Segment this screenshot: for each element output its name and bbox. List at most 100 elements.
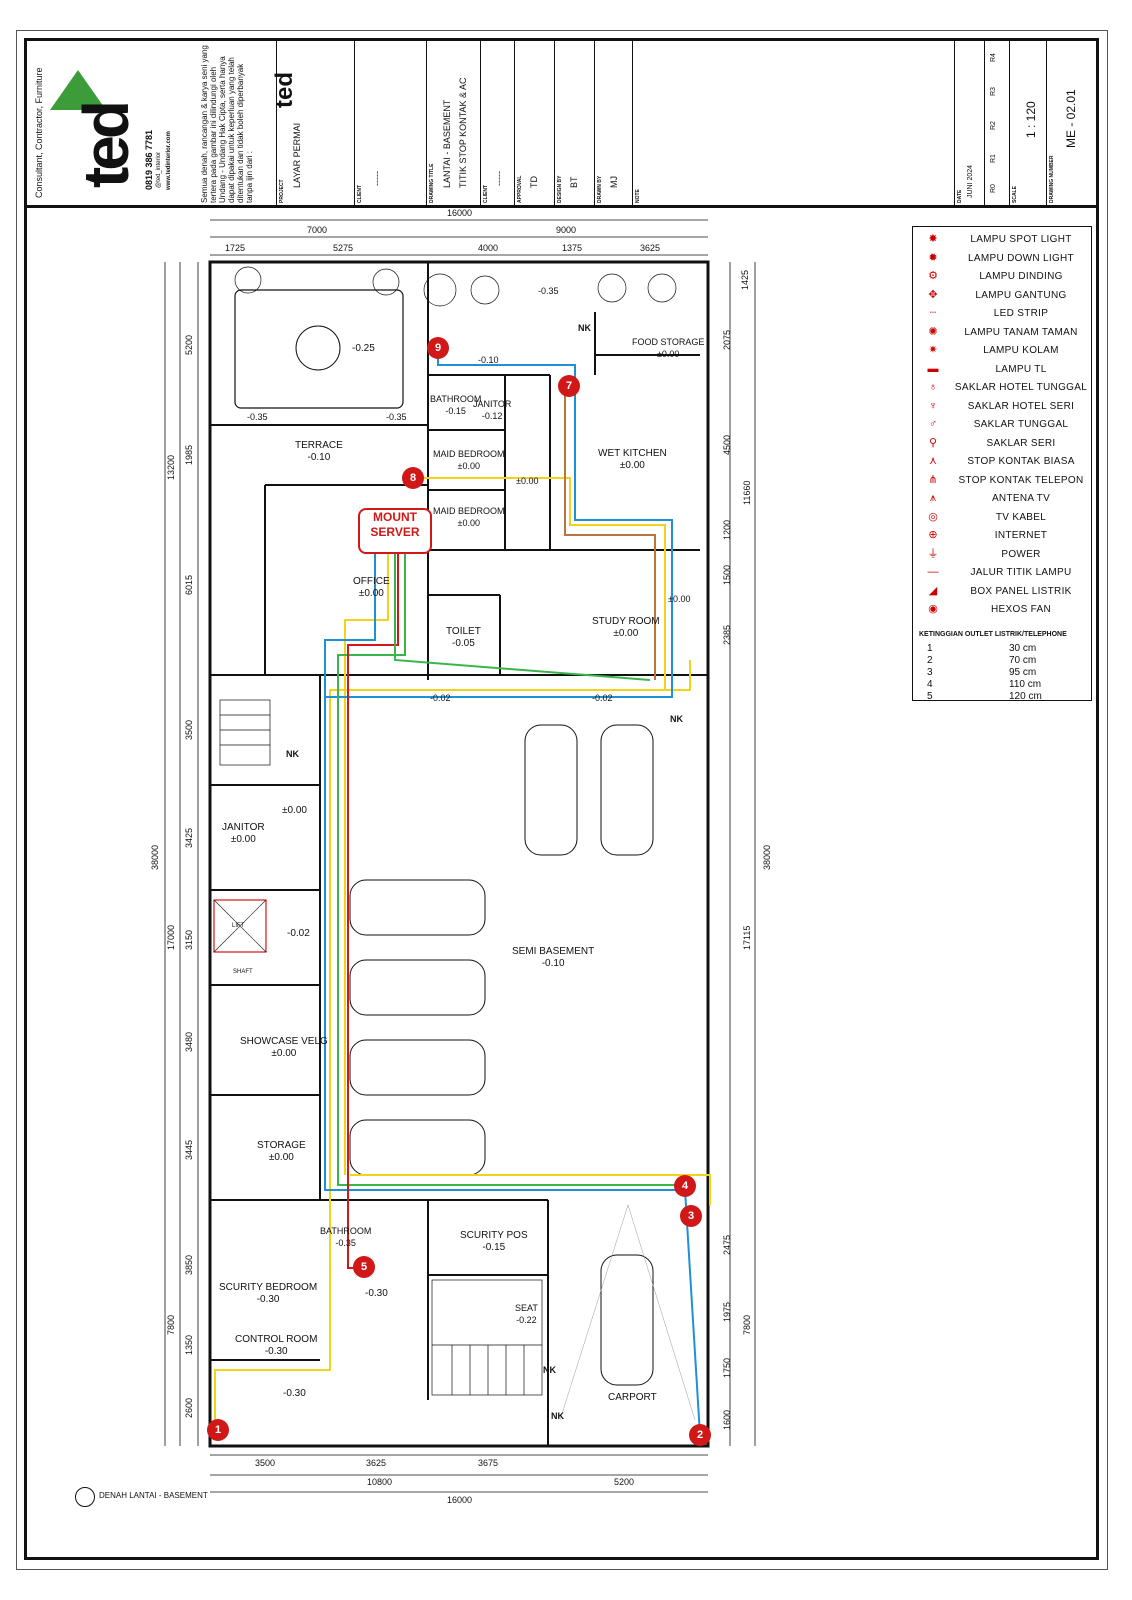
- parked-cars: [349, 724, 654, 1386]
- sheet-outer-border: [16, 30, 1108, 1570]
- dim-left-part-7: 3480: [184, 1031, 194, 1052]
- legend-row: ┈LED STRIP: [913, 305, 1093, 322]
- legend-row: ✺LAMPU TANAM TAMAN: [913, 324, 1093, 341]
- dim-bottom-part-1: 3500: [255, 1458, 276, 1468]
- dim-right-part-7: 2475: [722, 1234, 732, 1255]
- lift-shaft: [213, 899, 267, 953]
- legend-row: ⩚ANTENA TV: [913, 490, 1093, 507]
- dim-right-part-5: 1500: [722, 564, 732, 585]
- dim-bottom-a: 10800: [367, 1477, 393, 1487]
- level-corridor-left: -0.02: [430, 693, 451, 703]
- legend-label: LAMPU SPOT LIGHT: [970, 234, 1072, 245]
- legend-row: ⋔STOP KONTAK TELEPON: [913, 472, 1093, 489]
- legend-symbol-icon: ✹: [928, 251, 938, 264]
- legend-label: SAKLAR TUNGGAL: [973, 419, 1069, 430]
- tb-divider: [554, 38, 555, 205]
- legend-symbol-icon: ✸: [928, 233, 938, 245]
- legend-symbol-icon: ┈: [929, 307, 937, 319]
- marker-7: 7: [558, 375, 580, 397]
- dim-left-group-3: 7800: [166, 1314, 176, 1335]
- nk-label-stair: NK: [286, 749, 299, 759]
- dim-right-total: 38000: [762, 844, 772, 870]
- legend-label: STOP KONTAK TELEPON: [958, 474, 1084, 486]
- level-stair-landing: ±0.00: [282, 805, 307, 816]
- legend-label: LAMPU DINDING: [979, 271, 1063, 282]
- dim-left-part-1: 5200: [184, 334, 194, 355]
- tb-divider: [1046, 38, 1047, 205]
- level-entry: -0.30: [283, 1388, 306, 1399]
- legend-label: POWER: [1001, 548, 1041, 560]
- nk-label-kitchen: NK: [578, 323, 591, 333]
- drawing-caption: DENAH LANTAI - BASEMENT: [99, 1491, 208, 1500]
- legend-label: HEXOS FAN: [991, 604, 1051, 615]
- dim-bottom-b: 5200: [614, 1477, 635, 1487]
- level-garden-right: -0.35: [538, 286, 559, 296]
- dim-top-b: 9000: [556, 225, 577, 235]
- room-seat: SEAT-0.22: [515, 1303, 538, 1325]
- dim-left-part-5: 3425: [184, 827, 194, 848]
- dim-right-part-10: 1600: [722, 1409, 732, 1430]
- nk-label-corridor: NK: [670, 714, 683, 724]
- legend-label: LAMPU GANTUNG: [975, 289, 1067, 301]
- legend-symbol-icon: ⚙: [928, 270, 938, 282]
- legend-row: ◉ HEXOS FAN: [913, 601, 1093, 618]
- dim-left-part-9: 3850: [184, 1254, 194, 1275]
- staircase-bottom: [431, 1279, 543, 1396]
- legend-row: ♁ SAKLAR HOTEL TUNGGAL: [913, 379, 1093, 396]
- legend-row: ♂ SAKLAR TUNGGAL: [913, 416, 1093, 433]
- dim-right-part-4: 1200: [722, 519, 732, 540]
- legend-symbol-icon: ♁: [928, 381, 938, 393]
- legend-row: ⚲ SAKLAR SERI: [913, 435, 1093, 452]
- tb-divider: [594, 38, 595, 205]
- tb-divider: [276, 38, 277, 205]
- dim-left-part-11: 2600: [184, 1397, 194, 1418]
- dim-left-part-6: 3150: [184, 929, 194, 950]
- level-terrace-right: -0.35: [386, 412, 407, 422]
- legend-symbol-icon: ⩚: [929, 492, 937, 504]
- cable-routes: [214, 348, 711, 1436]
- legend-symbol-icon: ⚲: [928, 436, 938, 449]
- dim-right-part-8: 1975: [722, 1301, 732, 1322]
- sheet-inner-border: [24, 38, 1099, 1560]
- legend-label: TV KABEL: [995, 511, 1047, 523]
- dim-right-group-3: 7800: [742, 1314, 752, 1335]
- legend-row: —JALUR TITIK LAMPU: [913, 564, 1093, 581]
- legend-row: ✹LAMPU DOWN LIGHT: [913, 250, 1093, 267]
- room-terrace: TERRACE-0.10: [295, 440, 343, 463]
- dim-top-part-2: 5275: [333, 243, 354, 253]
- room-bathroom-top: BATHROOM-0.15: [430, 394, 482, 416]
- legend-symbol-icon: ◢: [928, 584, 938, 597]
- carport-light-beam: [559, 1204, 696, 1421]
- level-terrace-left: -0.35: [247, 412, 268, 422]
- dim-top-total: 16000: [447, 208, 473, 218]
- legend-label: SAKLAR SERI: [986, 437, 1056, 449]
- marker-5: 5: [353, 1256, 375, 1278]
- legend-symbol-icon: ✷: [928, 344, 938, 356]
- legend-label: SAKLAR HOTEL TUNGGAL: [954, 382, 1088, 393]
- level-corridor: -0.10: [478, 355, 499, 365]
- dim-right-part-9: 1750: [722, 1357, 732, 1378]
- legend-symbol-icon: ▬: [927, 362, 939, 375]
- legend-label: LAMPU TANAM TAMAN: [964, 326, 1078, 338]
- legend-row: ⋏STOP KONTAK BIASA: [913, 453, 1093, 470]
- legend-label: LAMPU TL: [995, 363, 1047, 375]
- level-kitchen-corridor: ±0.00: [516, 476, 539, 486]
- room-bathroom-bottom: BATHROOM-0.35: [320, 1226, 372, 1248]
- room-semi-basement: SEMI BASEMENT-0.10: [512, 946, 595, 969]
- legend-row: ✷LAMPU KOLAM: [913, 342, 1093, 359]
- legend-symbol-icon: ⋏: [928, 455, 938, 467]
- legend-symbol-icon: ◉: [928, 603, 938, 615]
- logo-roof-icon: [50, 70, 106, 110]
- dim-left-part-10: 1350: [184, 1334, 194, 1355]
- legend-row: ♆SAKLAR HOTEL SERI: [913, 398, 1093, 415]
- dining-table: [295, 325, 341, 371]
- dim-right-group-1: 11660: [742, 480, 752, 505]
- dim-left-group-1: 13200: [166, 454, 176, 480]
- legend-symbol-icon: ⏚: [927, 547, 939, 560]
- level-garden: -0.25: [352, 343, 375, 354]
- room-janitor: JANITOR±0.00: [222, 822, 265, 845]
- legend-symbol-icon: ♂: [928, 418, 938, 430]
- legend-label: BOX PANEL LISTRIK: [970, 585, 1072, 597]
- dim-bottom-total: 16000: [447, 1495, 473, 1505]
